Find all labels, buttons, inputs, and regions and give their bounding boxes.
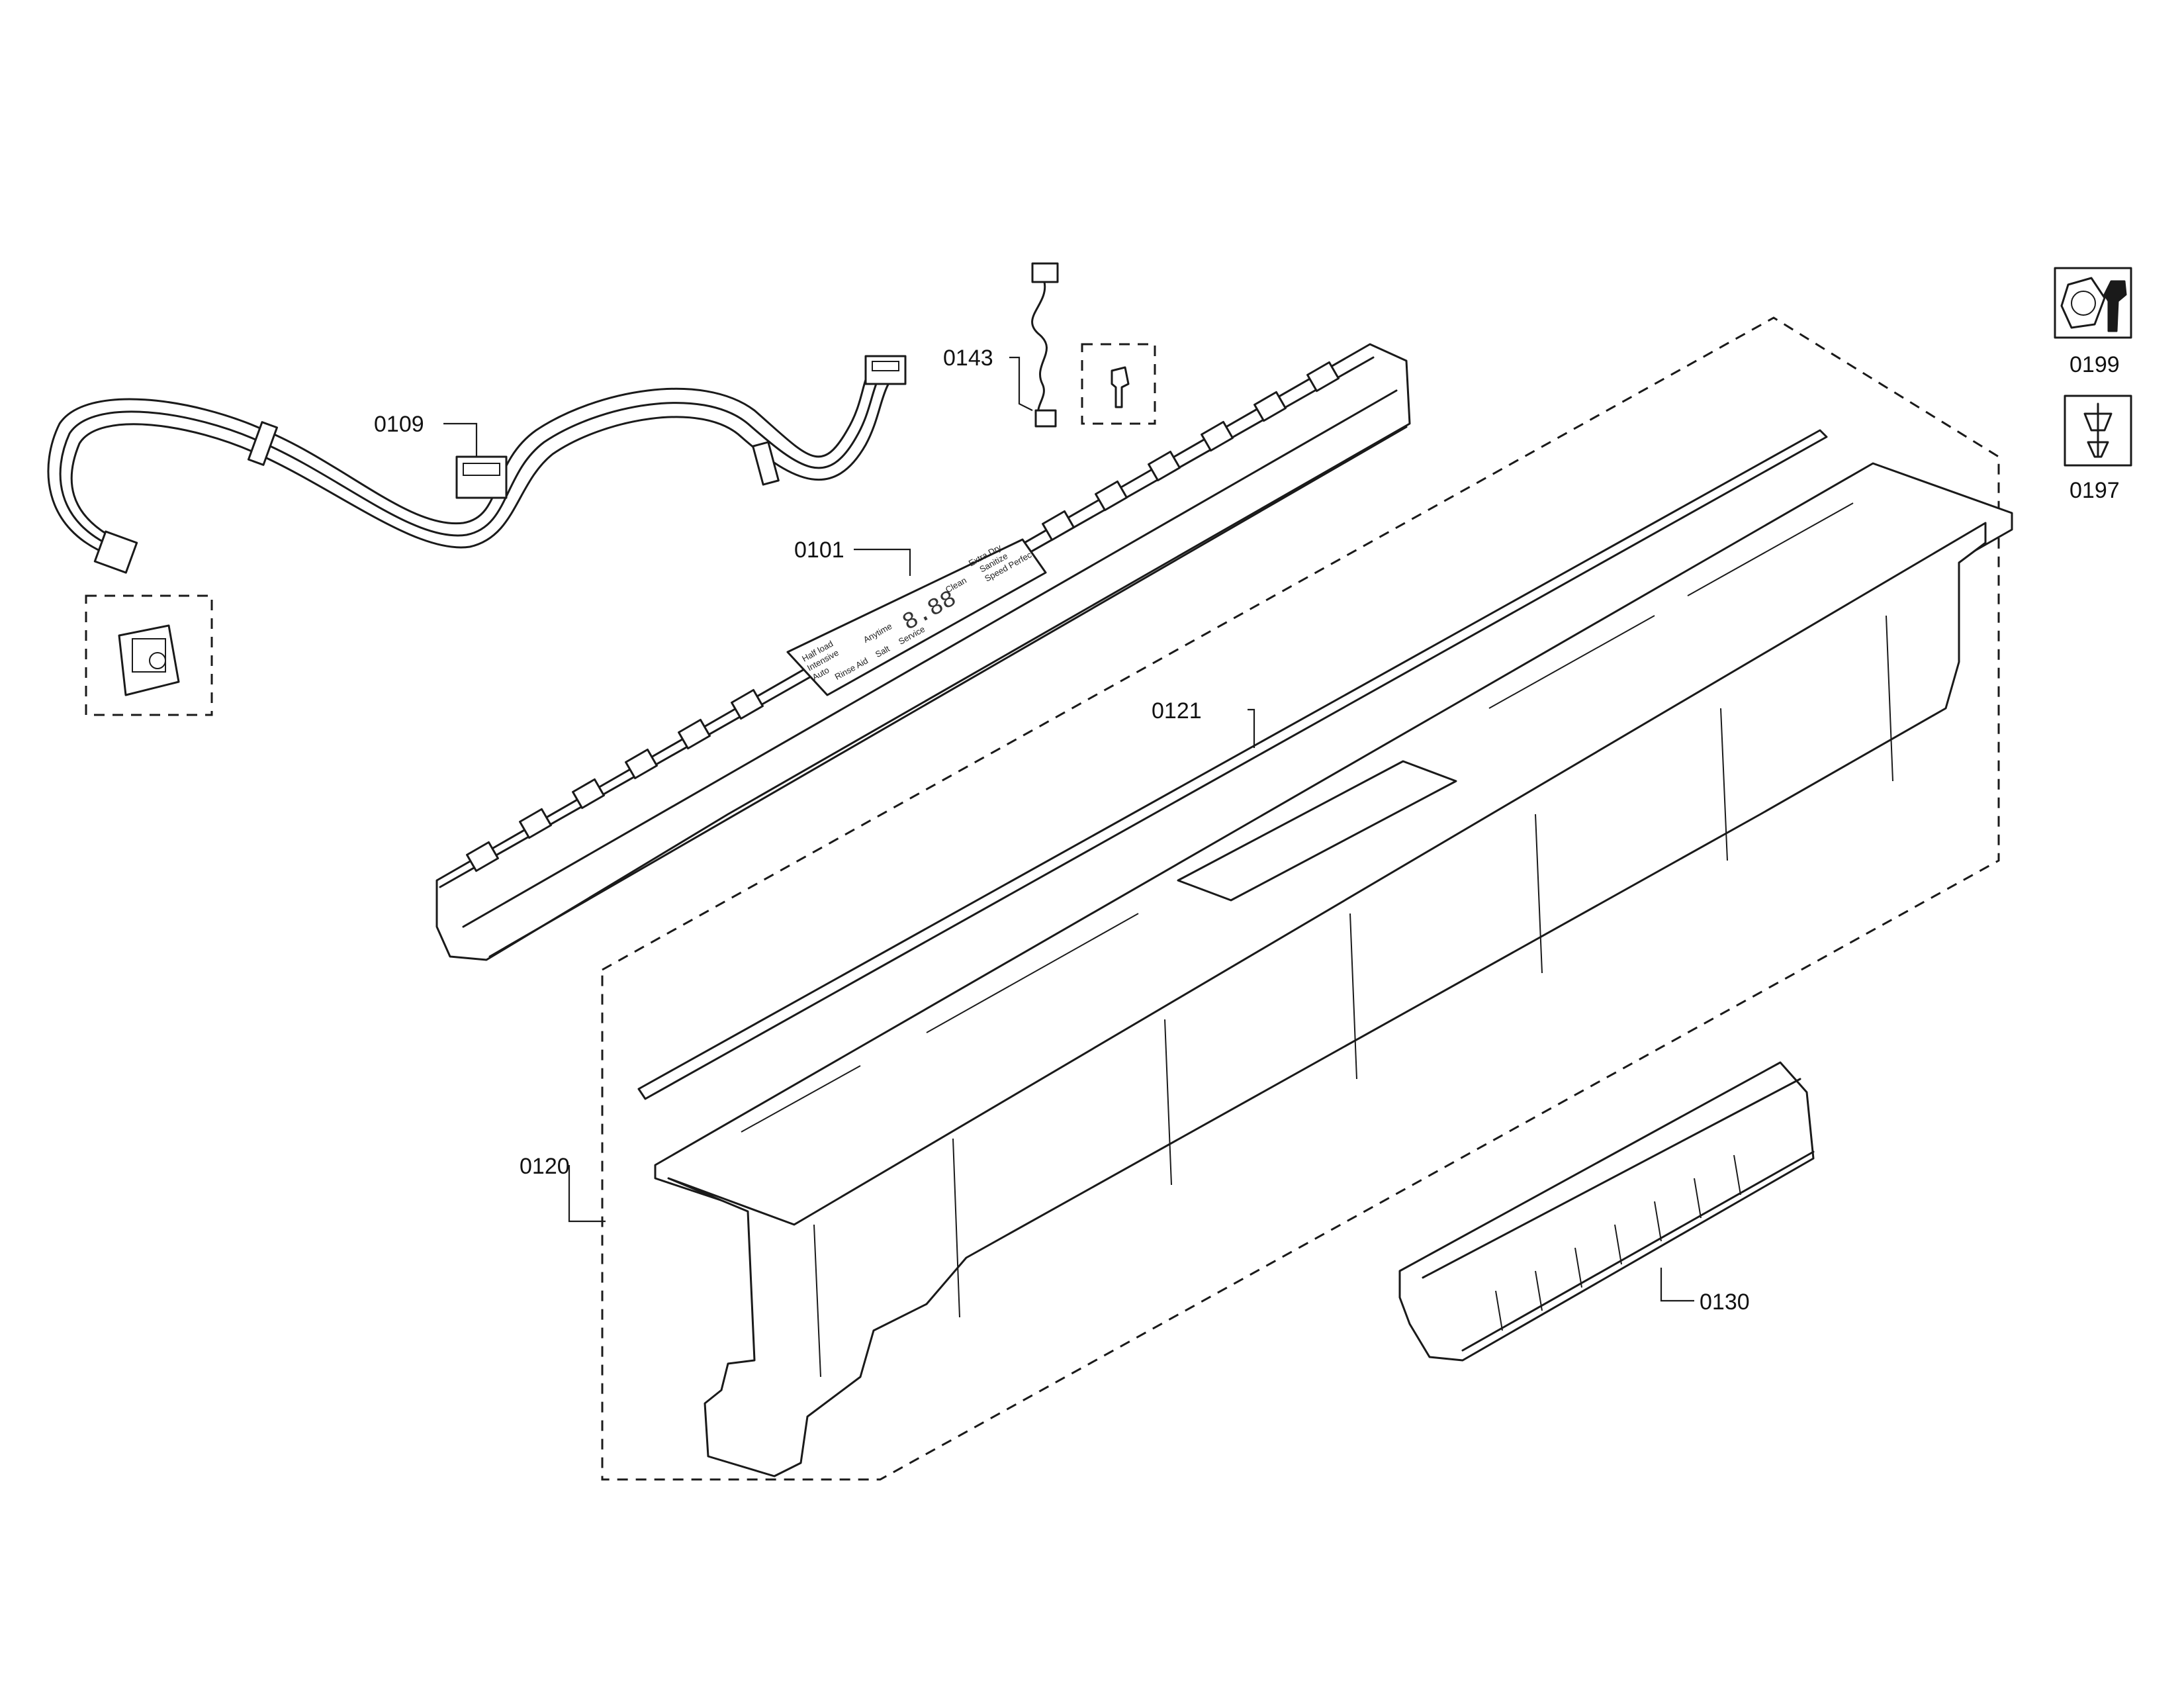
control-module-0101: Half load Intensive Auto Rinse Aid Salt …: [435, 343, 1411, 961]
wire-harness-0109: 0109: [47, 355, 907, 574]
part-label-0199: 0199: [2070, 352, 2120, 377]
control-panel-housing-0120: 0120: [520, 462, 2013, 1477]
part-label-0120: 0120: [520, 1154, 570, 1179]
sensor-wire-0143: 0143: [943, 262, 1156, 428]
tool-icon-0197: 0197: [2064, 395, 2132, 503]
trim-strip-0121: 0121: [637, 429, 1828, 1100]
handle-0130: 0130: [1398, 1061, 1815, 1362]
connector-detail-box: [85, 594, 213, 716]
socket-wrench-icon: [2060, 277, 2127, 332]
handle-ribs: [1495, 1154, 1741, 1331]
part-label-0197: 0197: [2070, 478, 2120, 503]
module-buttons: [466, 361, 1340, 872]
tool-icon-0199: 0199: [2054, 267, 2132, 377]
top-vents: [741, 502, 1854, 1133]
part-label-0101: 0101: [794, 538, 844, 563]
assembly-boundary-0120: [601, 316, 2000, 1481]
part-label-0143: 0143: [943, 346, 993, 371]
part-label-0121: 0121: [1152, 698, 1202, 724]
part-label-0109: 0109: [374, 412, 424, 437]
screwdriver-icon: [2083, 402, 2113, 458]
part-label-0130: 0130: [1700, 1289, 1750, 1315]
